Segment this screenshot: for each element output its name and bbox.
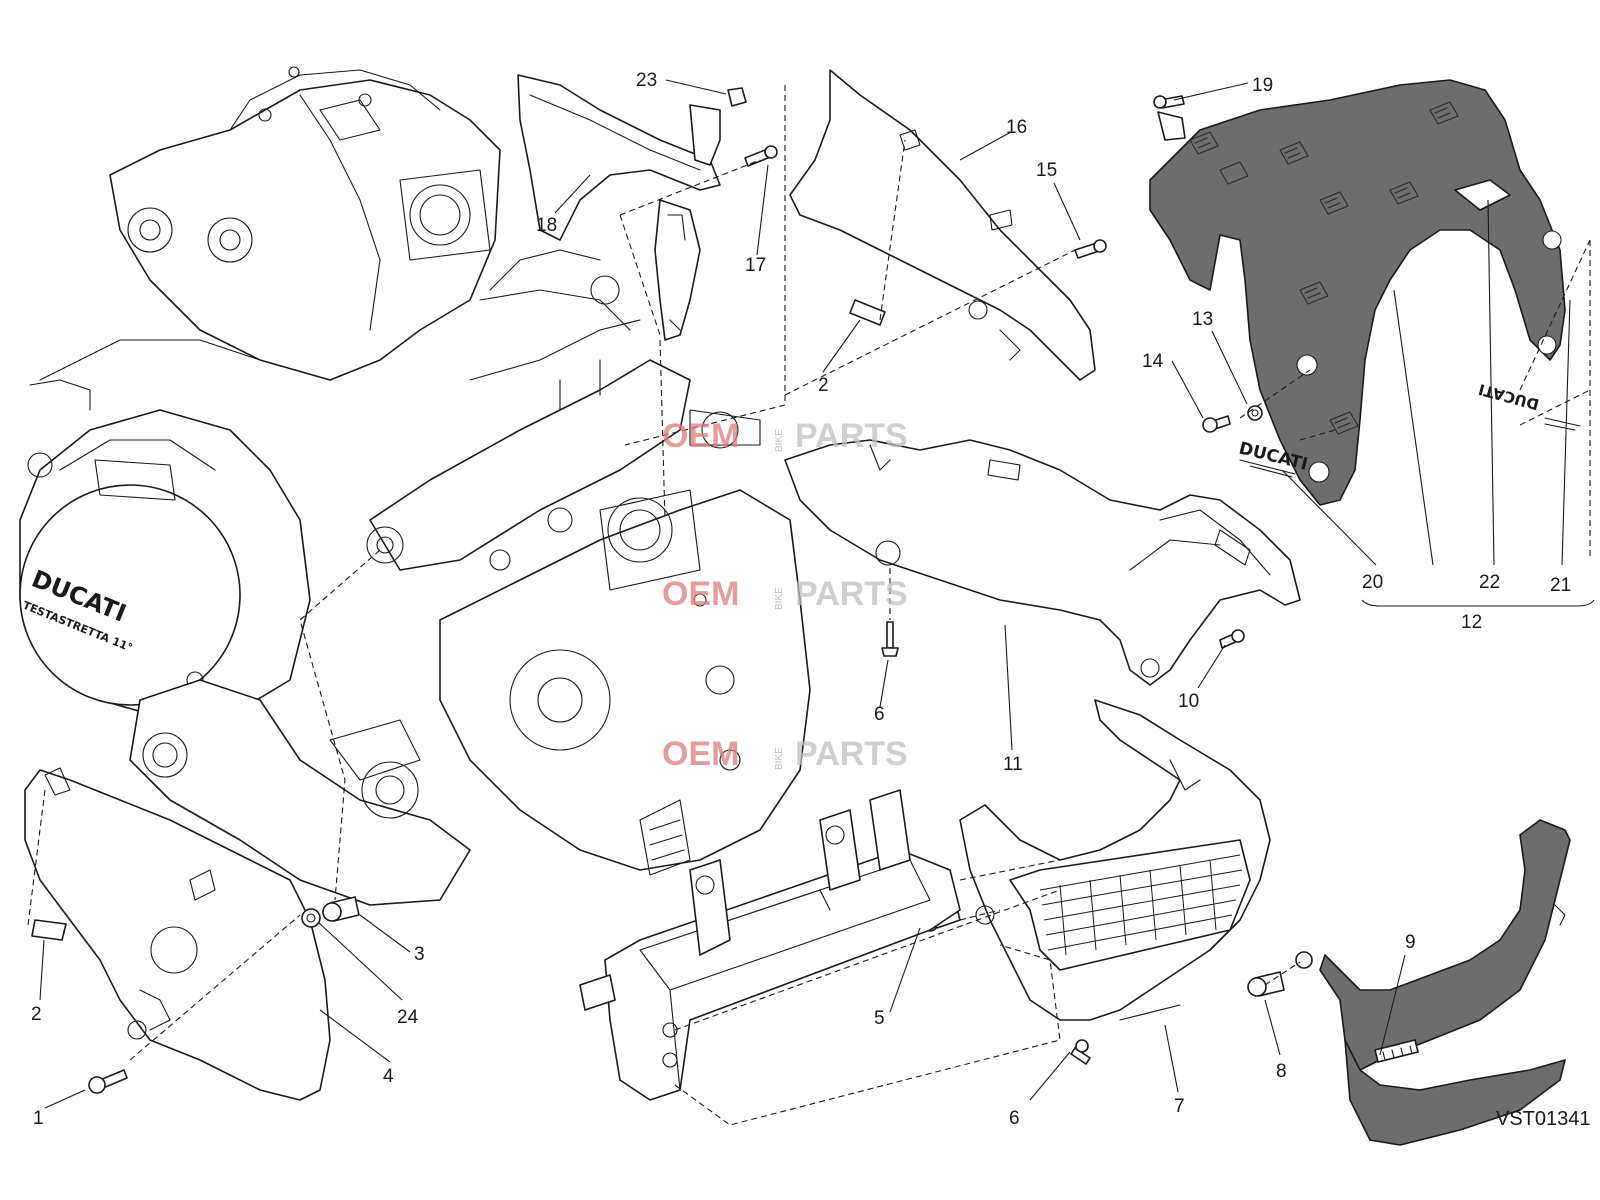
part-17-screw	[744, 145, 778, 167]
callout-23: 23	[636, 70, 657, 91]
watermark-3: OEM BIKE PARTS	[662, 735, 908, 773]
callout-19: 19	[1252, 75, 1273, 96]
svg-text:DUCATI: DUCATI	[1477, 380, 1541, 413]
part-12-front-fender	[1149, 79, 1566, 506]
callout-2-lower: 2	[31, 1004, 42, 1025]
callout-13: 13	[1192, 309, 1213, 330]
part-9-fender-extension	[1319, 819, 1571, 1146]
part-10-screw	[1219, 629, 1245, 649]
callout-labels: 1 2 2 3 4 5 6 6 7 8 9 10 11 12 13 14 15 …	[31, 70, 1571, 1129]
watermark-parts: PARTS	[795, 417, 908, 455]
callout-9: 9	[1405, 932, 1416, 953]
callout-leader-lines	[39, 79, 1595, 1109]
part-2-clip-upper	[849, 299, 886, 326]
watermark-oem: OEM	[662, 575, 739, 613]
part-19-screw	[1153, 95, 1186, 141]
watermark-parts: PARTS	[795, 575, 908, 613]
callout-2-upper: 2	[818, 375, 829, 396]
part-18-bracket-cover	[517, 74, 721, 341]
callout-12: 12	[1461, 612, 1482, 633]
watermark-bike: BIKE	[774, 747, 785, 770]
callout-21: 21	[1550, 575, 1571, 596]
callout-8: 8	[1276, 1061, 1287, 1082]
watermark-bike: BIKE	[774, 429, 785, 452]
part-4-side-cover	[24, 767, 331, 1101]
watermark-1: OEM BIKE PARTS	[662, 417, 908, 455]
assembly-guide-lines	[27, 85, 1591, 1126]
part-14-screw	[1202, 415, 1231, 433]
callout-7: 7	[1174, 1096, 1185, 1117]
callout-11: 11	[1003, 754, 1023, 775]
part-7-radiator-cover	[959, 699, 1271, 1021]
callout-14: 14	[1142, 351, 1164, 372]
part-6-screw-lower	[1070, 1039, 1091, 1065]
drawing-code: VST01341	[1496, 1108, 1591, 1130]
callout-3: 3	[414, 944, 425, 965]
part-11-lower-fairing	[784, 439, 1301, 686]
callout-16: 16	[1006, 117, 1027, 138]
part-24-washer	[301, 908, 321, 928]
callout-5: 5	[874, 1008, 885, 1029]
part-6-screw-upper	[881, 621, 899, 657]
callout-6-upper: 6	[874, 704, 885, 725]
callout-15: 15	[1036, 160, 1057, 181]
callout-18: 18	[536, 215, 557, 236]
callout-17: 17	[745, 255, 766, 276]
callout-10: 10	[1178, 691, 1199, 712]
part-13-washer	[1247, 405, 1263, 421]
part-15-screw	[1074, 239, 1107, 259]
part-16-side-panel	[789, 69, 1096, 381]
callout-6-lower: 6	[1009, 1108, 1020, 1129]
watermark-bike: BIKE	[774, 587, 785, 610]
callout-24: 24	[397, 1007, 419, 1028]
part-2-clip-lower	[31, 919, 67, 941]
engine-assembly: DUCATI TESTASTRETTA 11°	[19, 66, 811, 906]
watermark-parts: PARTS	[795, 735, 908, 773]
watermark-oem: OEM	[662, 735, 739, 773]
part-8-spacer	[1247, 951, 1313, 997]
callout-22: 22	[1479, 572, 1500, 593]
radiator-assembly	[579, 789, 961, 1101]
part-3-spacer	[322, 896, 360, 922]
part-1-screw	[88, 1069, 128, 1094]
callout-20: 20	[1362, 572, 1383, 593]
part-23-clip	[689, 87, 747, 166]
callout-1: 1	[33, 1108, 44, 1129]
watermark-oem: OEM	[662, 417, 739, 455]
watermark-2: OEM BIKE PARTS	[662, 575, 908, 613]
callout-4: 4	[383, 1066, 394, 1087]
